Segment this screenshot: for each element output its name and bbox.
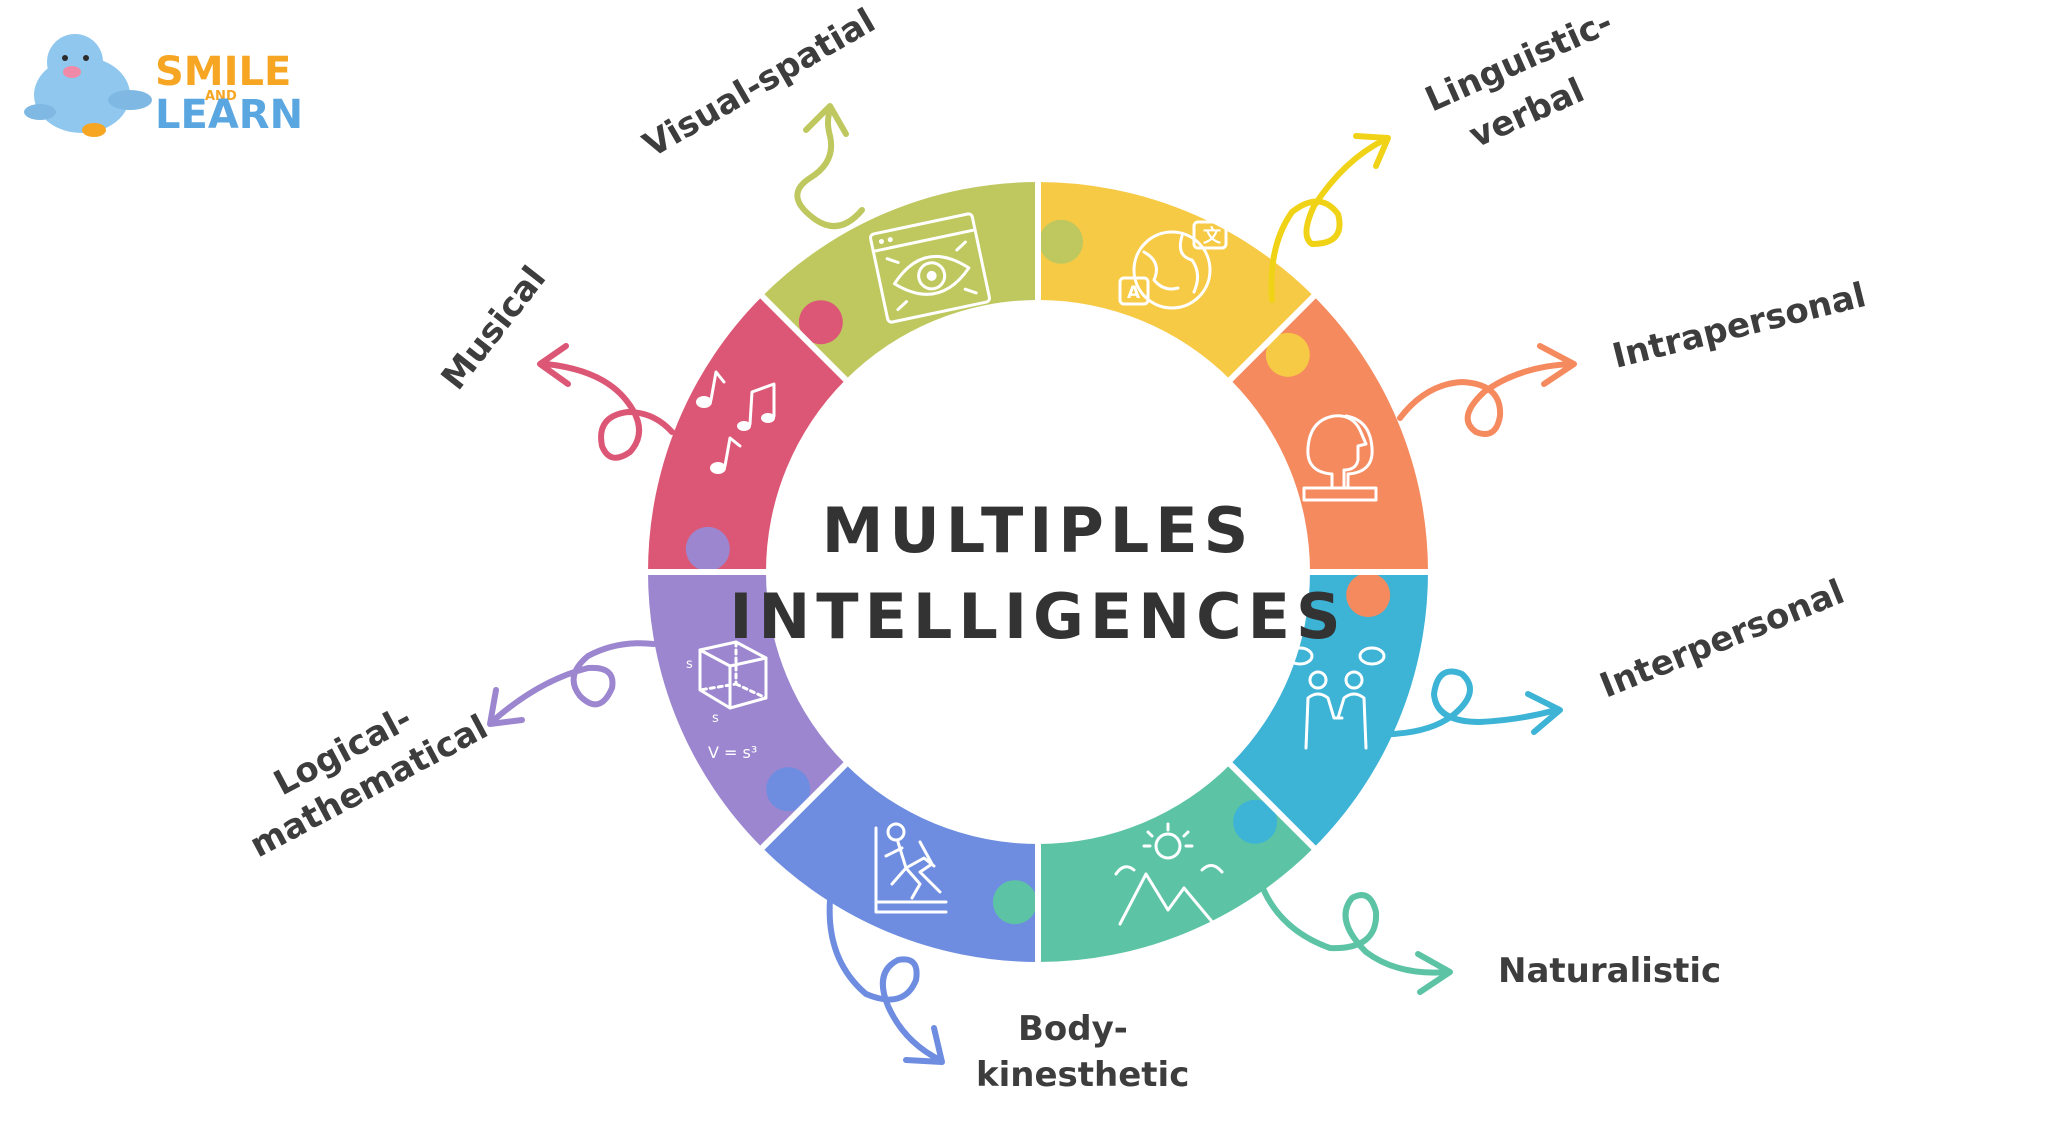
segment-divider	[758, 760, 850, 852]
puzzle-knob-musical	[798, 300, 843, 345]
globe-speech-icon: 文 A	[1118, 220, 1228, 310]
ring-segment-linguistic	[1038, 182, 1314, 380]
segment-divider	[1226, 760, 1318, 852]
label-musical: Musical	[434, 259, 555, 398]
ring-segment-musical	[648, 296, 846, 572]
arrow-intrapersonal	[1397, 343, 1577, 437]
label-intrapersonal: Intrapersonal	[1609, 275, 1870, 377]
puzzle-knob-body	[766, 767, 811, 812]
center-title-line1: MULTIPLES	[822, 494, 1255, 567]
puzzle-knob-logical	[685, 526, 730, 571]
puzzle-ring	[646, 180, 1430, 964]
logo-text-and: AND	[205, 89, 237, 104]
svg-text:文: 文	[1203, 225, 1222, 247]
cube-side-label: s	[686, 657, 693, 672]
mountain-sun-icon	[1114, 822, 1224, 926]
arrow-logical	[487, 640, 657, 727]
puzzle-knob-intrapersonal	[1346, 573, 1391, 618]
people-talking-icon	[1286, 646, 1386, 750]
seal-mascot-icon	[24, 34, 152, 137]
eye-window-icon	[869, 212, 991, 324]
two-heads-icon	[1302, 414, 1378, 502]
puzzle-knob-interpersonal	[1233, 799, 1278, 844]
puzzle-knob-naturalistic	[992, 880, 1037, 925]
cube-side-label-2: s	[712, 711, 719, 726]
arrow-visual	[794, 103, 865, 230]
cube-formula-icon: s s V = s³	[686, 640, 768, 762]
center-title-line2: INTELLIGENCES	[729, 580, 1346, 653]
label-visual-spatial: Visual-spatial	[637, 1, 883, 166]
segment-divider	[1226, 292, 1318, 384]
segment-divider	[758, 292, 850, 384]
ring-segment-interpersonal	[1230, 572, 1428, 848]
logo-text-learn: LEARN	[155, 92, 303, 138]
ring-segment-body	[762, 764, 1038, 962]
label-body-line1: Body-	[1018, 1009, 1128, 1049]
arrow-interpersonal	[1389, 668, 1563, 737]
arrow-musical	[537, 343, 675, 461]
puzzle-knob-visual	[1039, 219, 1084, 264]
arrow-linguistic	[1268, 133, 1391, 303]
arrow-body	[826, 897, 945, 1065]
label-naturalistic: Naturalistic	[1498, 951, 1721, 991]
volume-formula: V = s³	[708, 743, 757, 762]
label-interpersonal: Interpersonal	[1594, 572, 1850, 706]
puzzle-knob-linguistic	[1265, 332, 1310, 377]
logo-text-smile: SMILE	[155, 49, 291, 95]
arrow-naturalistic	[1259, 883, 1453, 995]
smile-and-learn-logo: SMILE AND LEARN	[24, 34, 303, 138]
svg-text:A: A	[1127, 283, 1141, 303]
climber-icon	[874, 822, 948, 914]
music-notes-icon	[696, 370, 776, 474]
label-body-line2: kinesthetic	[976, 1055, 1189, 1095]
